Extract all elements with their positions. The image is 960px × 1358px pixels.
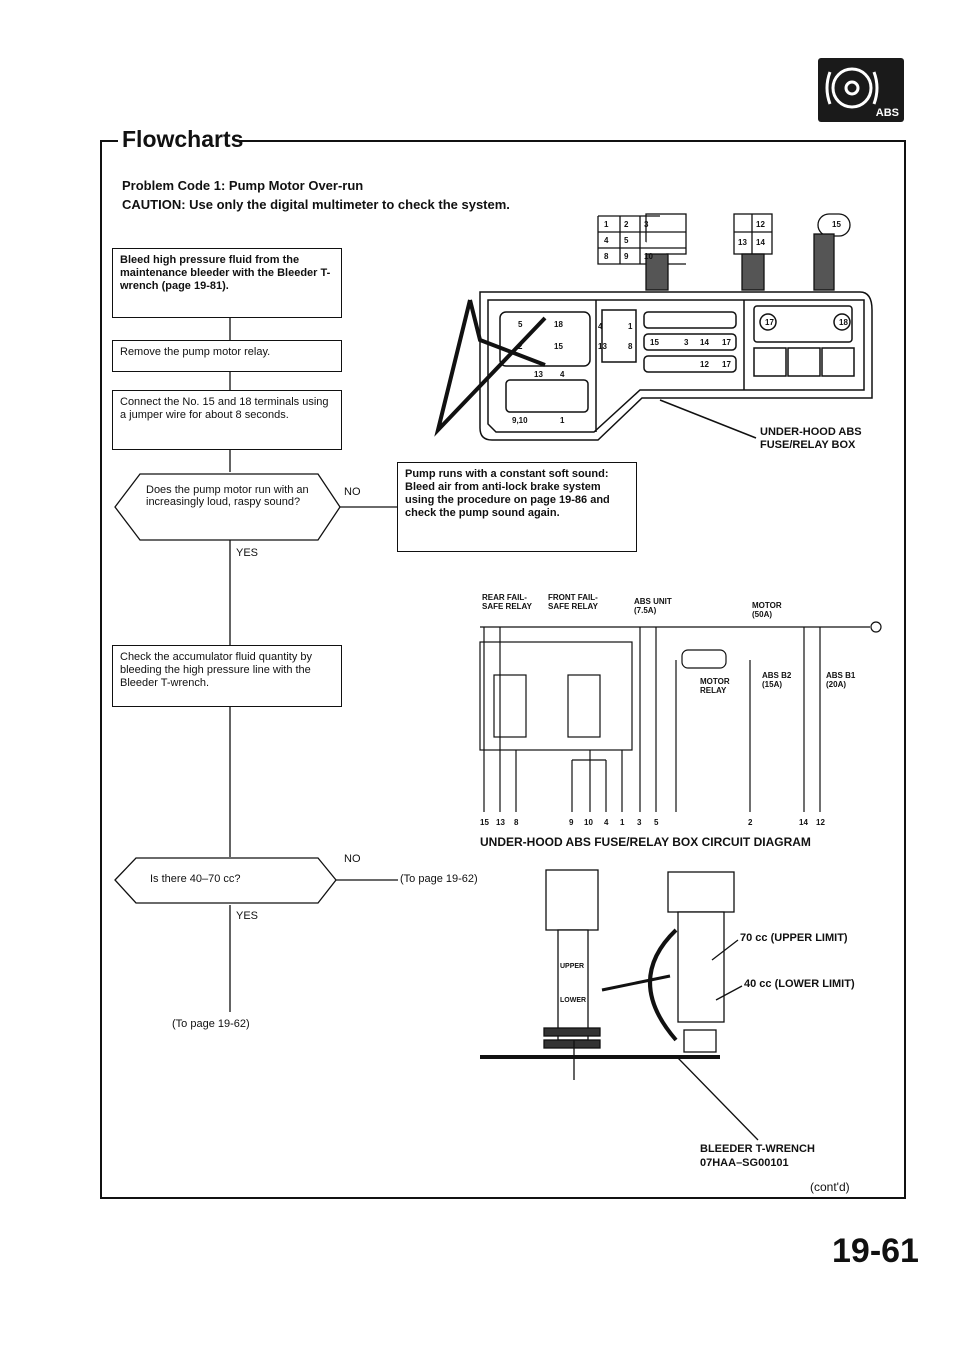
- abs-badge-label: ABS: [875, 107, 899, 119]
- q2-no-label: NO: [344, 853, 361, 865]
- fuse-box-label: UNDER-HOOD ABS FUSE/RELAY BOX: [760, 426, 862, 451]
- circuit-term-1: 1: [620, 818, 625, 827]
- pin-4: 4: [604, 236, 609, 245]
- lower-mark: LOWER: [560, 997, 587, 1004]
- pin-14: 14: [756, 238, 765, 247]
- q1-no-label: NO: [344, 486, 361, 498]
- caution-note: CAUTION: Use only the digital multimeter…: [122, 197, 510, 212]
- result-constant-sound: Pump runs with a constant soft sound: Bl…: [397, 462, 637, 552]
- term-17: 17: [722, 338, 731, 347]
- q1-yes-label: YES: [236, 547, 259, 559]
- motor-relay-label: MOTOR RELAY: [700, 677, 730, 695]
- term-15: 15: [554, 342, 563, 351]
- abs-b1-fuse-label: ABS B1 (20A): [826, 671, 856, 689]
- term-8: 8: [628, 342, 633, 351]
- q2-no-reference: (To page 19-62): [400, 873, 478, 885]
- term-18: 18: [554, 320, 563, 329]
- step-bleed-pressure: Bleed high pressure fluid from the maint…: [112, 248, 342, 318]
- term-3: 3: [684, 338, 689, 347]
- question-pump-sound: Does the pump motor run with an increasi…: [146, 484, 309, 508]
- circuit-term-12: 12: [816, 818, 825, 827]
- pin-2: 2: [624, 220, 629, 229]
- pin-13: 13: [738, 238, 747, 247]
- pin-15: 15: [832, 220, 841, 229]
- frame-top-left: [100, 140, 118, 142]
- pin-3: 3: [644, 220, 649, 229]
- frame-top-right: [240, 140, 904, 142]
- circuit-diagram-caption: UNDER-HOOD ABS FUSE/RELAY BOX CIRCUIT DI…: [480, 835, 811, 849]
- circuit-term-2: 2: [748, 818, 753, 827]
- term-14: 14: [700, 338, 709, 347]
- abs-icon: [825, 67, 879, 109]
- abs-b2-fuse-label: ABS B2 (15A): [762, 671, 792, 689]
- tool-name: BLEEDER T-WRENCH: [700, 1143, 815, 1155]
- page-number: 19-61: [832, 1232, 919, 1270]
- problem-code: Problem Code 1: Pump Motor Over-run: [122, 178, 364, 193]
- front-fail-safe-relay-label: FRONT FAIL-SAFE RELAY: [548, 593, 598, 611]
- term-17b: 17: [722, 360, 731, 369]
- content-frame: [100, 140, 906, 1199]
- term-17c: 17: [765, 318, 774, 327]
- pin-1: 1: [604, 220, 609, 229]
- circuit-term-3: 3: [637, 818, 642, 827]
- lower-limit-label: 40 cc (LOWER LIMIT): [744, 978, 855, 990]
- term-4b: 4: [560, 370, 565, 379]
- term-13: 13: [598, 342, 607, 351]
- upper-mark: UPPER: [560, 963, 585, 970]
- term-18b: 18: [839, 318, 848, 327]
- term-2: 2: [518, 342, 523, 351]
- pin-8: 8: [604, 252, 609, 261]
- abs-unit-fuse-label: ABS UNIT (7.5A): [634, 597, 672, 615]
- upper-limit-label: 70 cc (UPPER LIMIT): [740, 932, 848, 944]
- section-title: Flowcharts: [122, 126, 244, 152]
- step-check-accumulator: Check the accumulator fluid quantity by …: [112, 645, 342, 707]
- q2-yes-reference: (To page 19-62): [172, 1018, 250, 1030]
- pin-9: 9: [624, 252, 629, 261]
- q2-yes-label: YES: [236, 910, 259, 922]
- step-remove-relay: Remove the pump motor relay.: [112, 340, 342, 372]
- motor-fuse-label: MOTOR (50A): [752, 601, 782, 619]
- circuit-term-8: 8: [514, 818, 519, 827]
- term-4: 4: [598, 322, 603, 331]
- circuit-term-5: 5: [654, 818, 659, 827]
- circuit-term-9: 9: [569, 818, 574, 827]
- term-5: 5: [518, 320, 523, 329]
- term-1b: 1: [560, 416, 565, 425]
- circuit-term-4: 4: [604, 818, 609, 827]
- term-9-10: 9,10: [512, 416, 528, 425]
- term-13b: 13: [534, 370, 543, 379]
- pin-5: 5: [624, 236, 629, 245]
- circuit-term-15: 15: [480, 818, 489, 827]
- step-connect-jumper: Connect the No. 15 and 18 terminals usin…: [112, 390, 342, 450]
- pin-12: 12: [756, 220, 765, 229]
- question-fluid-quantity: Is there 40–70 cc?: [150, 873, 241, 885]
- circuit-term-10: 10: [584, 818, 593, 827]
- tool-part-number: 07HAA–SG00101: [700, 1157, 789, 1169]
- term-1: 1: [628, 322, 633, 331]
- pin-10: 10: [644, 252, 653, 261]
- continued-note: (cont'd): [810, 1180, 850, 1194]
- abs-section-badge: ABS: [818, 58, 904, 122]
- term-12: 12: [700, 360, 709, 369]
- circuit-term-14: 14: [799, 818, 808, 827]
- term-15b: 15: [650, 338, 659, 347]
- circuit-term-13: 13: [496, 818, 505, 827]
- rear-fail-safe-relay-label: REAR FAIL-SAFE RELAY: [482, 593, 532, 611]
